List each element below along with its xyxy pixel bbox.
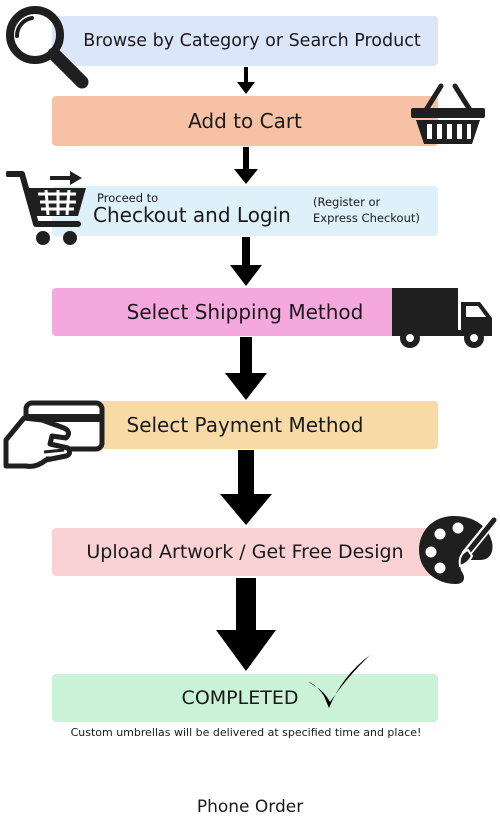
completion-note: Custom umbrellas will be delivered at sp…	[70, 726, 422, 739]
step-checkout-label: Checkout and Login	[93, 203, 291, 227]
step-checkout	[52, 186, 438, 236]
credit-card-hand-icon	[2, 400, 106, 472]
step-browse: Browse by Category or Search Product	[52, 16, 438, 66]
step-upload-artwork: Upload Artwork / Get Free Design	[52, 528, 438, 576]
flow-arrow-2	[234, 147, 258, 184]
step-browse-label: Browse by Category or Search Product	[83, 31, 421, 51]
step-shipping: Select Shipping Method	[52, 288, 438, 336]
paint-palette-icon	[416, 512, 500, 588]
search-icon	[2, 2, 92, 90]
flow-arrow-4	[225, 337, 267, 400]
step-completed: COMPLETED	[52, 674, 438, 722]
step-shipping-label: Select Shipping Method	[126, 300, 364, 324]
delivery-truck-icon	[390, 286, 494, 352]
step-checkout-small-label: Proceed to	[97, 191, 159, 205]
step-completed-label: COMPLETED	[181, 687, 299, 709]
footer-title: Phone Order	[196, 797, 304, 817]
step-add-to-cart: Add to Cart	[52, 96, 438, 146]
step-payment: Select Payment Method	[52, 401, 438, 449]
shopping-cart-icon	[6, 166, 88, 250]
step-upload-artwork-label: Upload Artwork / Get Free Design	[86, 541, 404, 563]
basket-icon	[408, 80, 488, 148]
flow-arrow-3	[230, 237, 262, 286]
step-checkout-note-line2: Express Checkout)	[313, 211, 420, 225]
flow-arrow-6	[216, 578, 276, 671]
step-add-to-cart-label: Add to Cart	[188, 109, 302, 133]
step-payment-label: Select Payment Method	[126, 413, 364, 437]
checkmark-icon	[304, 652, 374, 714]
flow-arrow-1	[237, 67, 255, 94]
flow-arrow-5	[220, 450, 272, 525]
step-checkout-note-line1: (Register or	[313, 195, 381, 209]
